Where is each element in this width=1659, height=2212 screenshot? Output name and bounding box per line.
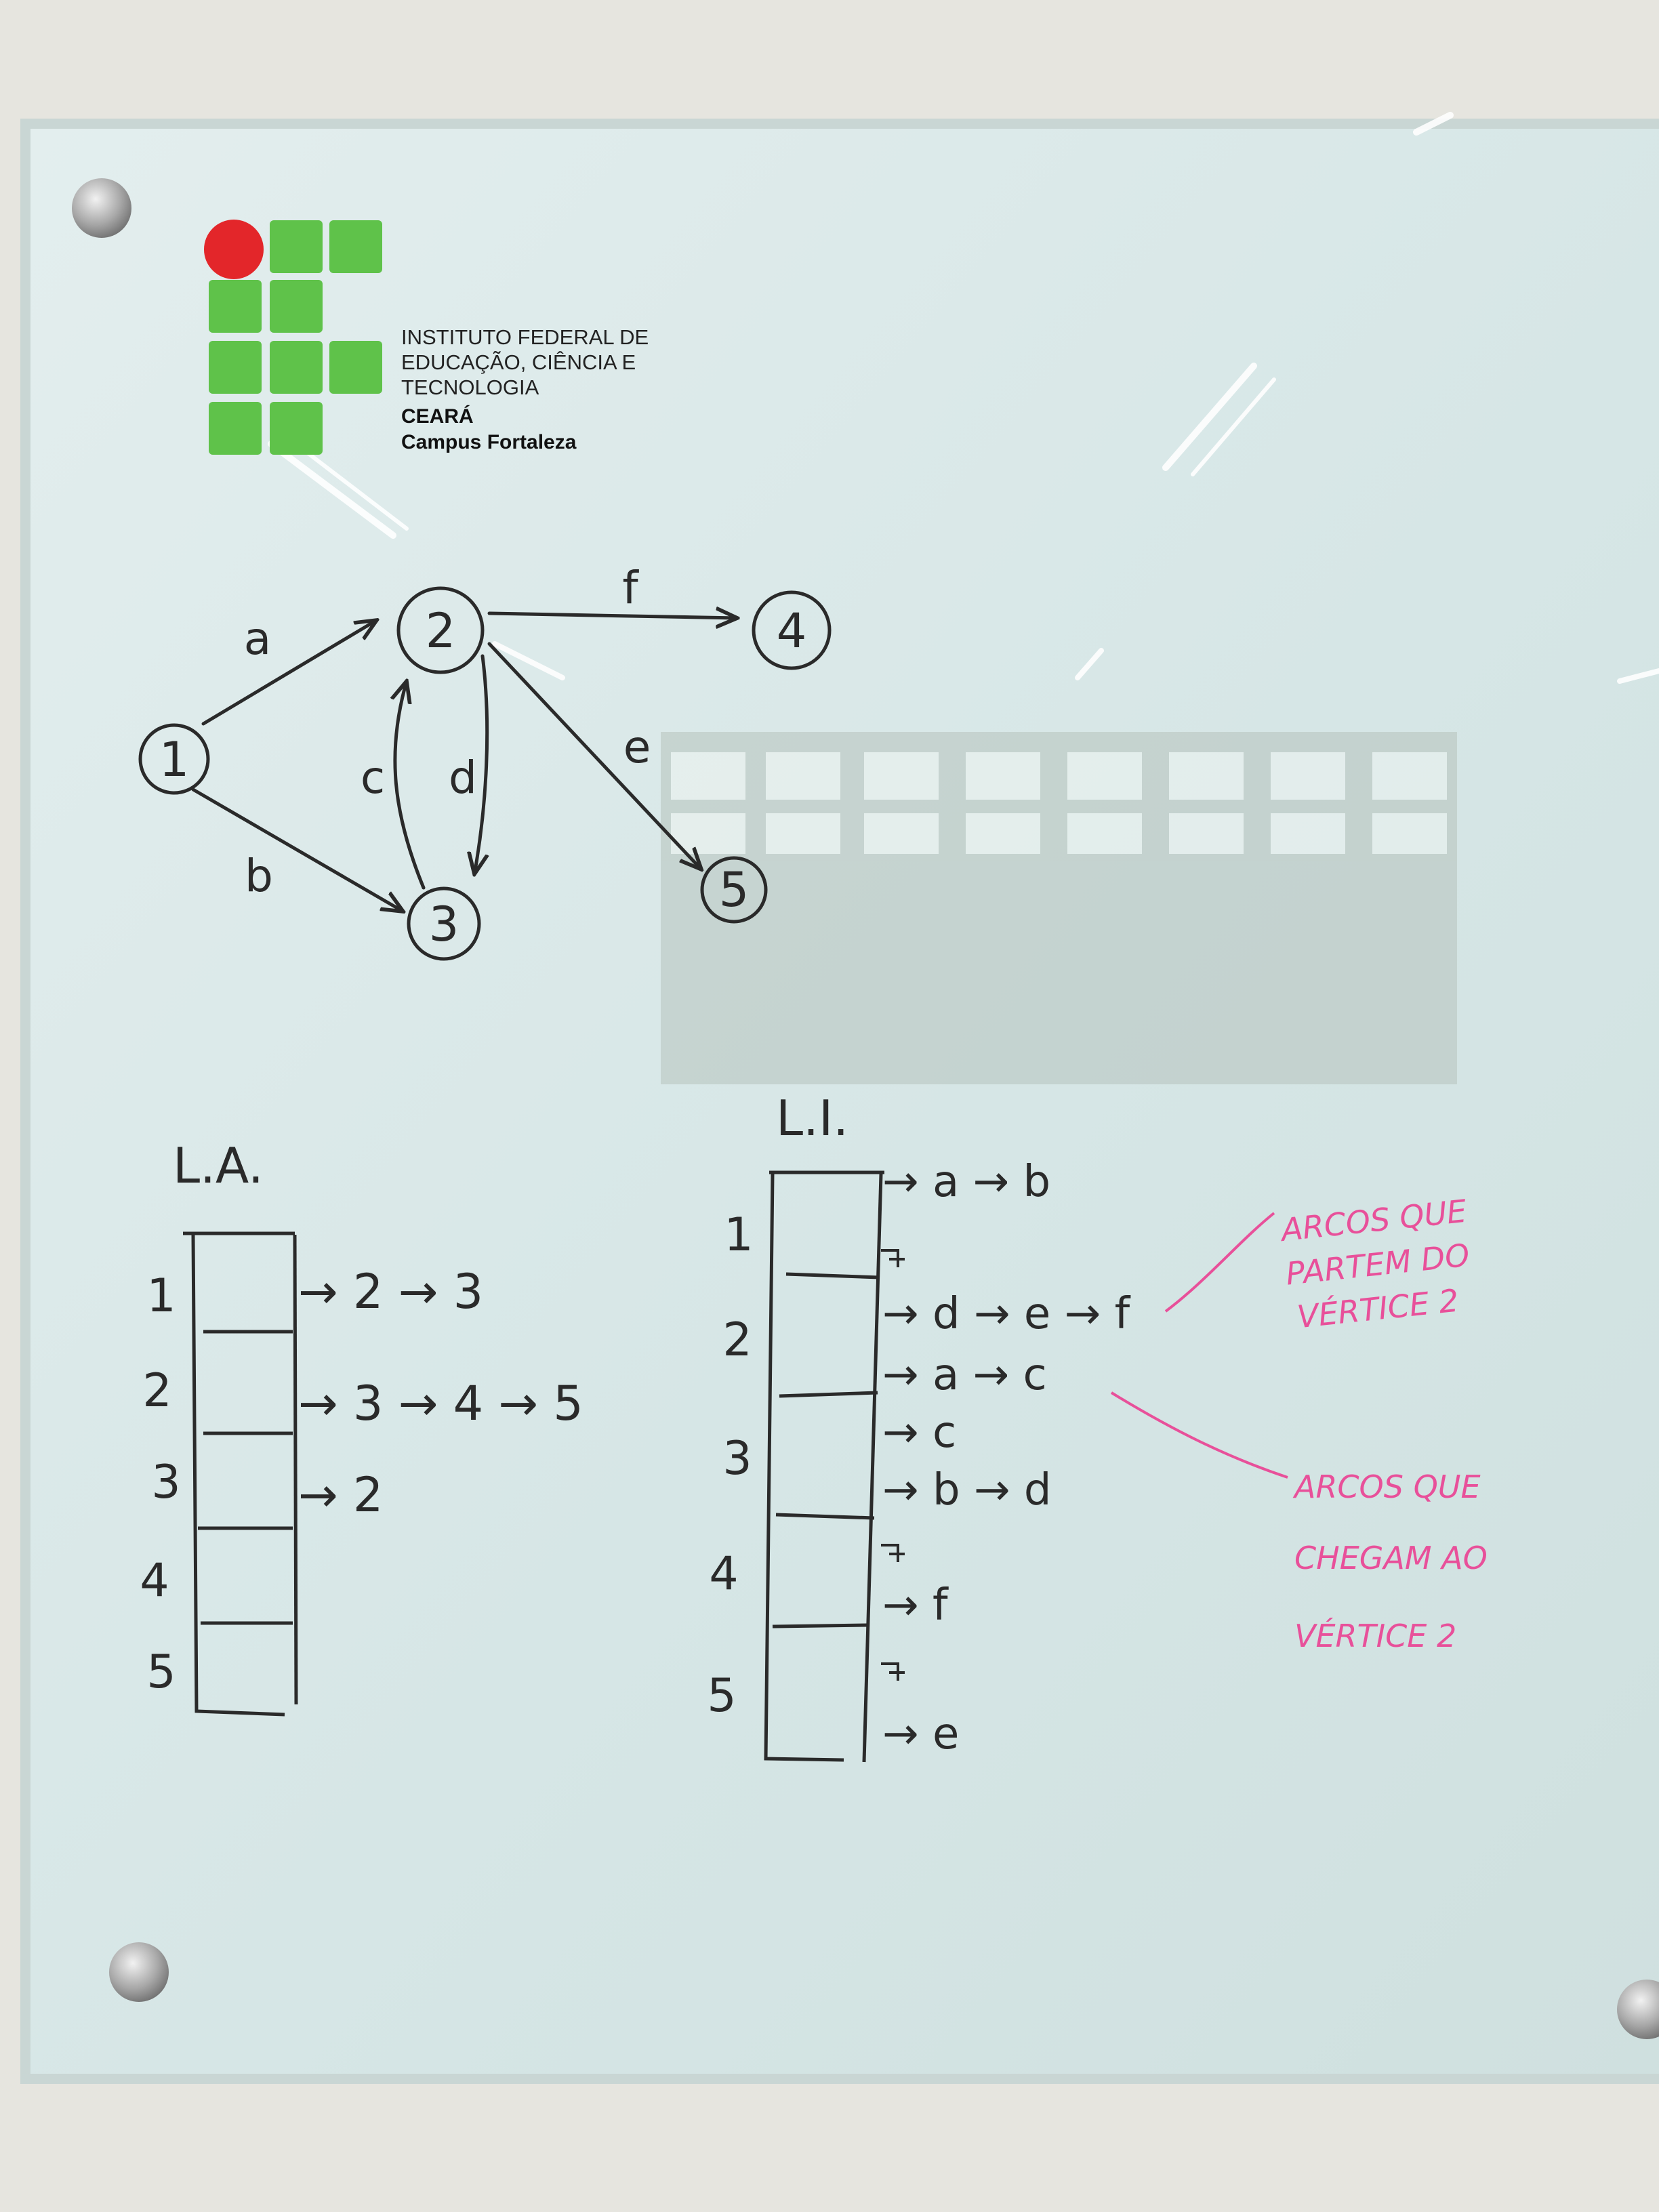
bolt-bottom-right	[1617, 1980, 1659, 2039]
li-index-4: 4	[709, 1547, 738, 1601]
la-index-3: 3	[151, 1456, 180, 1509]
logo-green-squares	[209, 220, 382, 455]
graph-vertex-labels: 1 2 3 4 5	[159, 603, 807, 952]
la-index-4: 4	[140, 1554, 169, 1607]
graph-edges	[191, 613, 737, 912]
vertex-3: 3	[429, 897, 459, 952]
li-in-4: → f	[882, 1580, 949, 1631]
li-index-1: 1	[724, 1208, 753, 1262]
vertex-circle-3	[407, 886, 481, 961]
vertex-circle-2	[396, 586, 485, 674]
la-index-1: 1	[146, 1269, 176, 1323]
edge-label-b: b	[245, 850, 273, 902]
adjacency-list-title: L.A.	[173, 1137, 264, 1194]
adjacency-list: L.A. 1 2 3 4 5 → 2 → 3 → 3 → 4 → 5 → 2	[140, 1137, 583, 1717]
edge-c	[395, 681, 426, 890]
graph-edge-labels: a b c d e f	[244, 562, 651, 902]
li-in-5: → e	[882, 1709, 959, 1759]
annotation-bottom-line2: CHEGAM AO	[1294, 1540, 1488, 1576]
li-out-1: → a → b	[882, 1157, 1050, 1207]
logo-text-line3: TECNOLOGIA	[401, 375, 539, 399]
graph-vertices	[138, 586, 832, 961]
edge-label-f: f	[622, 562, 639, 614]
incidence-list: L.I. 1 2 3 4 5 → a → b → d → e → f → a →…	[707, 1090, 1131, 1763]
annotation-bottom-line3: VÉRTICE 2	[1294, 1618, 1456, 1654]
vertex-4: 4	[777, 603, 807, 659]
edge-label-c: c	[361, 752, 385, 804]
logo-mark	[204, 220, 382, 455]
light-reflections	[268, 112, 1659, 684]
edge-e	[487, 642, 701, 869]
li-in-3: → b → d	[882, 1465, 1052, 1515]
li-index-2: 2	[722, 1313, 752, 1367]
logo-text-line5: Campus Fortaleza	[401, 431, 577, 453]
logo-red-dot	[204, 220, 264, 279]
la-entry-3: → 2	[298, 1467, 383, 1523]
la-entry-1: → 2 → 3	[298, 1264, 483, 1319]
vertex-1: 1	[159, 732, 190, 787]
incidence-list-title: L.I.	[776, 1090, 848, 1147]
edge-label-d: d	[449, 752, 477, 804]
window-reflection	[661, 732, 1457, 1084]
edge-label-e: e	[623, 721, 651, 773]
annotation-bottom-line1: ARCOS QUE	[1292, 1469, 1481, 1505]
edge-d	[474, 654, 487, 874]
li-index-3: 3	[722, 1432, 752, 1486]
vertex-circle-5	[700, 856, 768, 924]
incidence-array-box	[764, 1170, 884, 1763]
annotation-pointer-top	[1164, 1212, 1275, 1313]
edge-a	[201, 620, 377, 726]
ifce-logo: INSTITUTO FEDERAL DE EDUCAÇÃO, CIÊNCIA E…	[204, 220, 649, 455]
null-markers	[881, 1249, 905, 1681]
la-index-2: 2	[142, 1364, 171, 1418]
logo-text-line1: INSTITUTO FEDERAL DE	[401, 325, 649, 349]
vertex-circle-1	[138, 723, 210, 795]
logo-text-line4: CEARÁ	[401, 405, 474, 428]
vertex-2: 2	[426, 603, 456, 659]
mounting-bolts	[72, 178, 1659, 2039]
li-in-2: → a → c	[882, 1350, 1047, 1400]
edge-label-a: a	[244, 613, 271, 665]
edge-f	[487, 613, 737, 618]
la-index-5: 5	[146, 1645, 176, 1699]
vertex-5: 5	[719, 862, 750, 918]
adjacency-array-box	[183, 1231, 298, 1717]
li-out-3: → c	[882, 1408, 956, 1458]
logo-text-line2: EDUCAÇÃO, CIÊNCIA E	[401, 350, 636, 374]
la-entry-2: → 3 → 4 → 5	[298, 1376, 583, 1431]
li-index-5: 5	[707, 1669, 736, 1723]
li-out-2: → d → e → f	[882, 1289, 1131, 1339]
annotation-pointer-bottom	[1110, 1391, 1288, 1479]
bolt-bottom-left	[109, 1942, 169, 2002]
edge-b	[191, 787, 403, 912]
bolt-top-left	[72, 178, 131, 238]
vertex-circle-4	[752, 590, 832, 670]
